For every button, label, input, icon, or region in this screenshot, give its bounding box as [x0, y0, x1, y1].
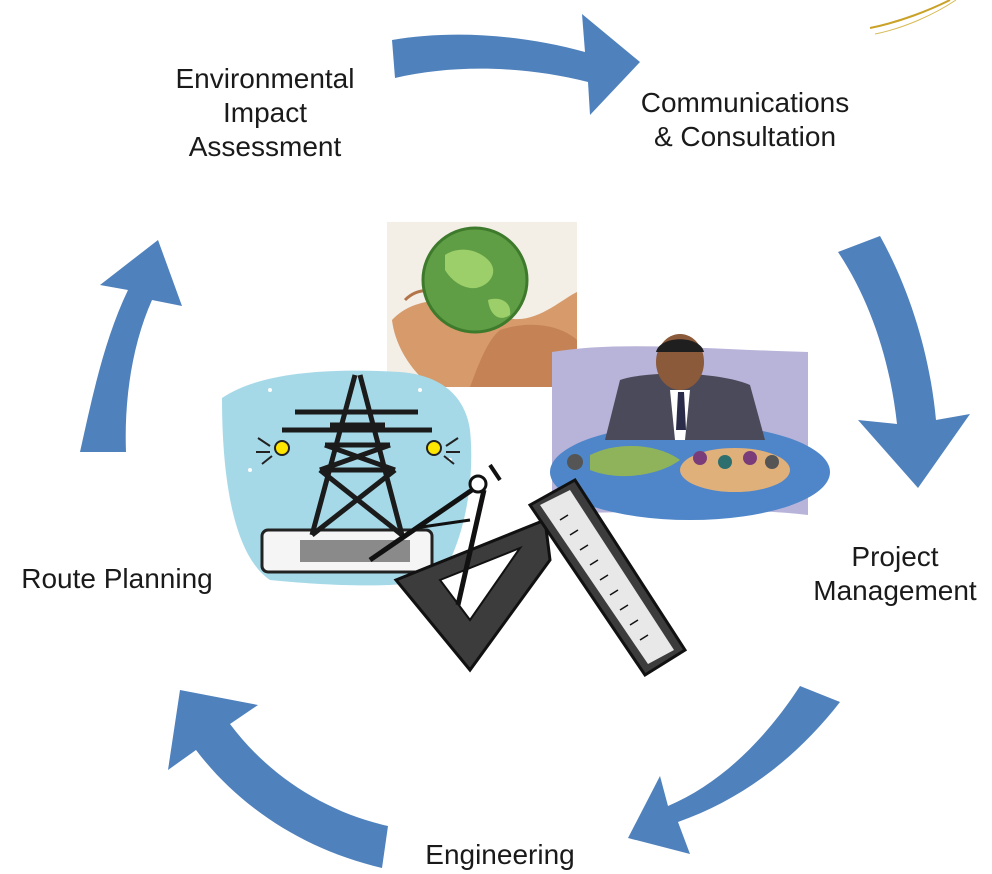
- stage-label-line: Impact: [222, 97, 308, 128]
- businessman-meeting-icon: [550, 334, 830, 520]
- stage-label-line: Engineering: [425, 839, 575, 870]
- arrow-eng-to-route: [168, 690, 388, 868]
- stage-label-environmental-impact-assessment: Environmental Impact Assessment: [130, 62, 400, 164]
- transmission-tower-icon: [222, 370, 472, 586]
- stage-label-line: Assessment: [188, 131, 342, 162]
- stage-label-project-management: Project Management: [795, 540, 992, 608]
- stage-label-line: Project: [851, 541, 939, 572]
- stage-label-line: Route Planning: [21, 563, 213, 594]
- arrow-eia-to-comms: [392, 14, 640, 115]
- arrow-pm-to-eng: [628, 686, 840, 854]
- stage-label-line: Communications: [640, 87, 850, 118]
- stage-label-line: Management: [813, 575, 977, 606]
- stage-label-communications-consultation: Communications & Consultation: [600, 86, 890, 154]
- arrow-comms-to-pm: [838, 236, 970, 488]
- decorative-swoosh-icon: [869, 0, 951, 29]
- arrow-route-to-eia: [80, 240, 182, 452]
- stage-label-route-planning: Route Planning: [2, 562, 232, 596]
- globe-in-hands-icon: [387, 222, 577, 387]
- stage-label-line: Environmental: [175, 63, 355, 94]
- stage-label-line: & Consultation: [653, 121, 837, 152]
- drafting-tools-icon: [368, 463, 688, 678]
- stage-label-engineering: Engineering: [380, 838, 620, 872]
